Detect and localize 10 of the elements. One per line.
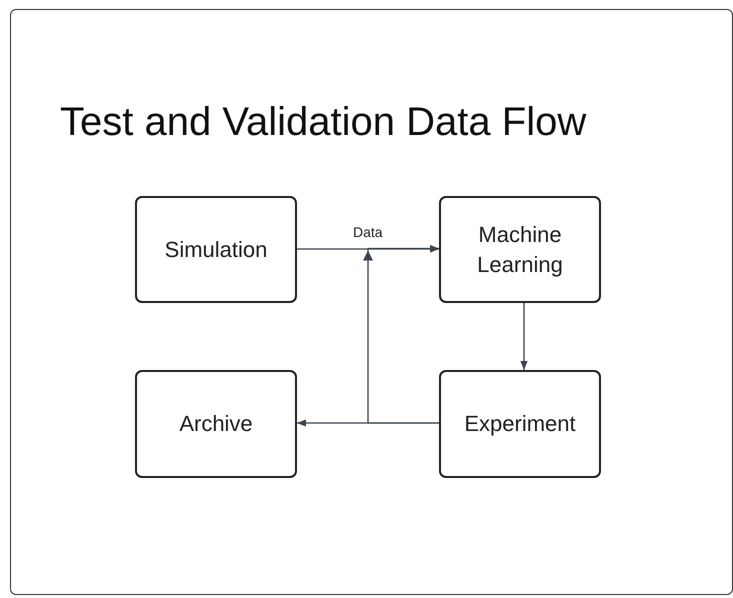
process-box [135, 196, 297, 303]
node-label: Simulation [164, 236, 268, 264]
process-box [439, 196, 601, 303]
node-label: Archive [179, 410, 253, 438]
node-label: Machine Learning [476, 220, 564, 279]
process-box [135, 370, 297, 478]
process-box [439, 370, 601, 478]
edge-label: Data [351, 224, 385, 240]
diagram-title: Test and Validation Data Flow [60, 100, 588, 145]
node-label: Experiment [464, 410, 576, 438]
